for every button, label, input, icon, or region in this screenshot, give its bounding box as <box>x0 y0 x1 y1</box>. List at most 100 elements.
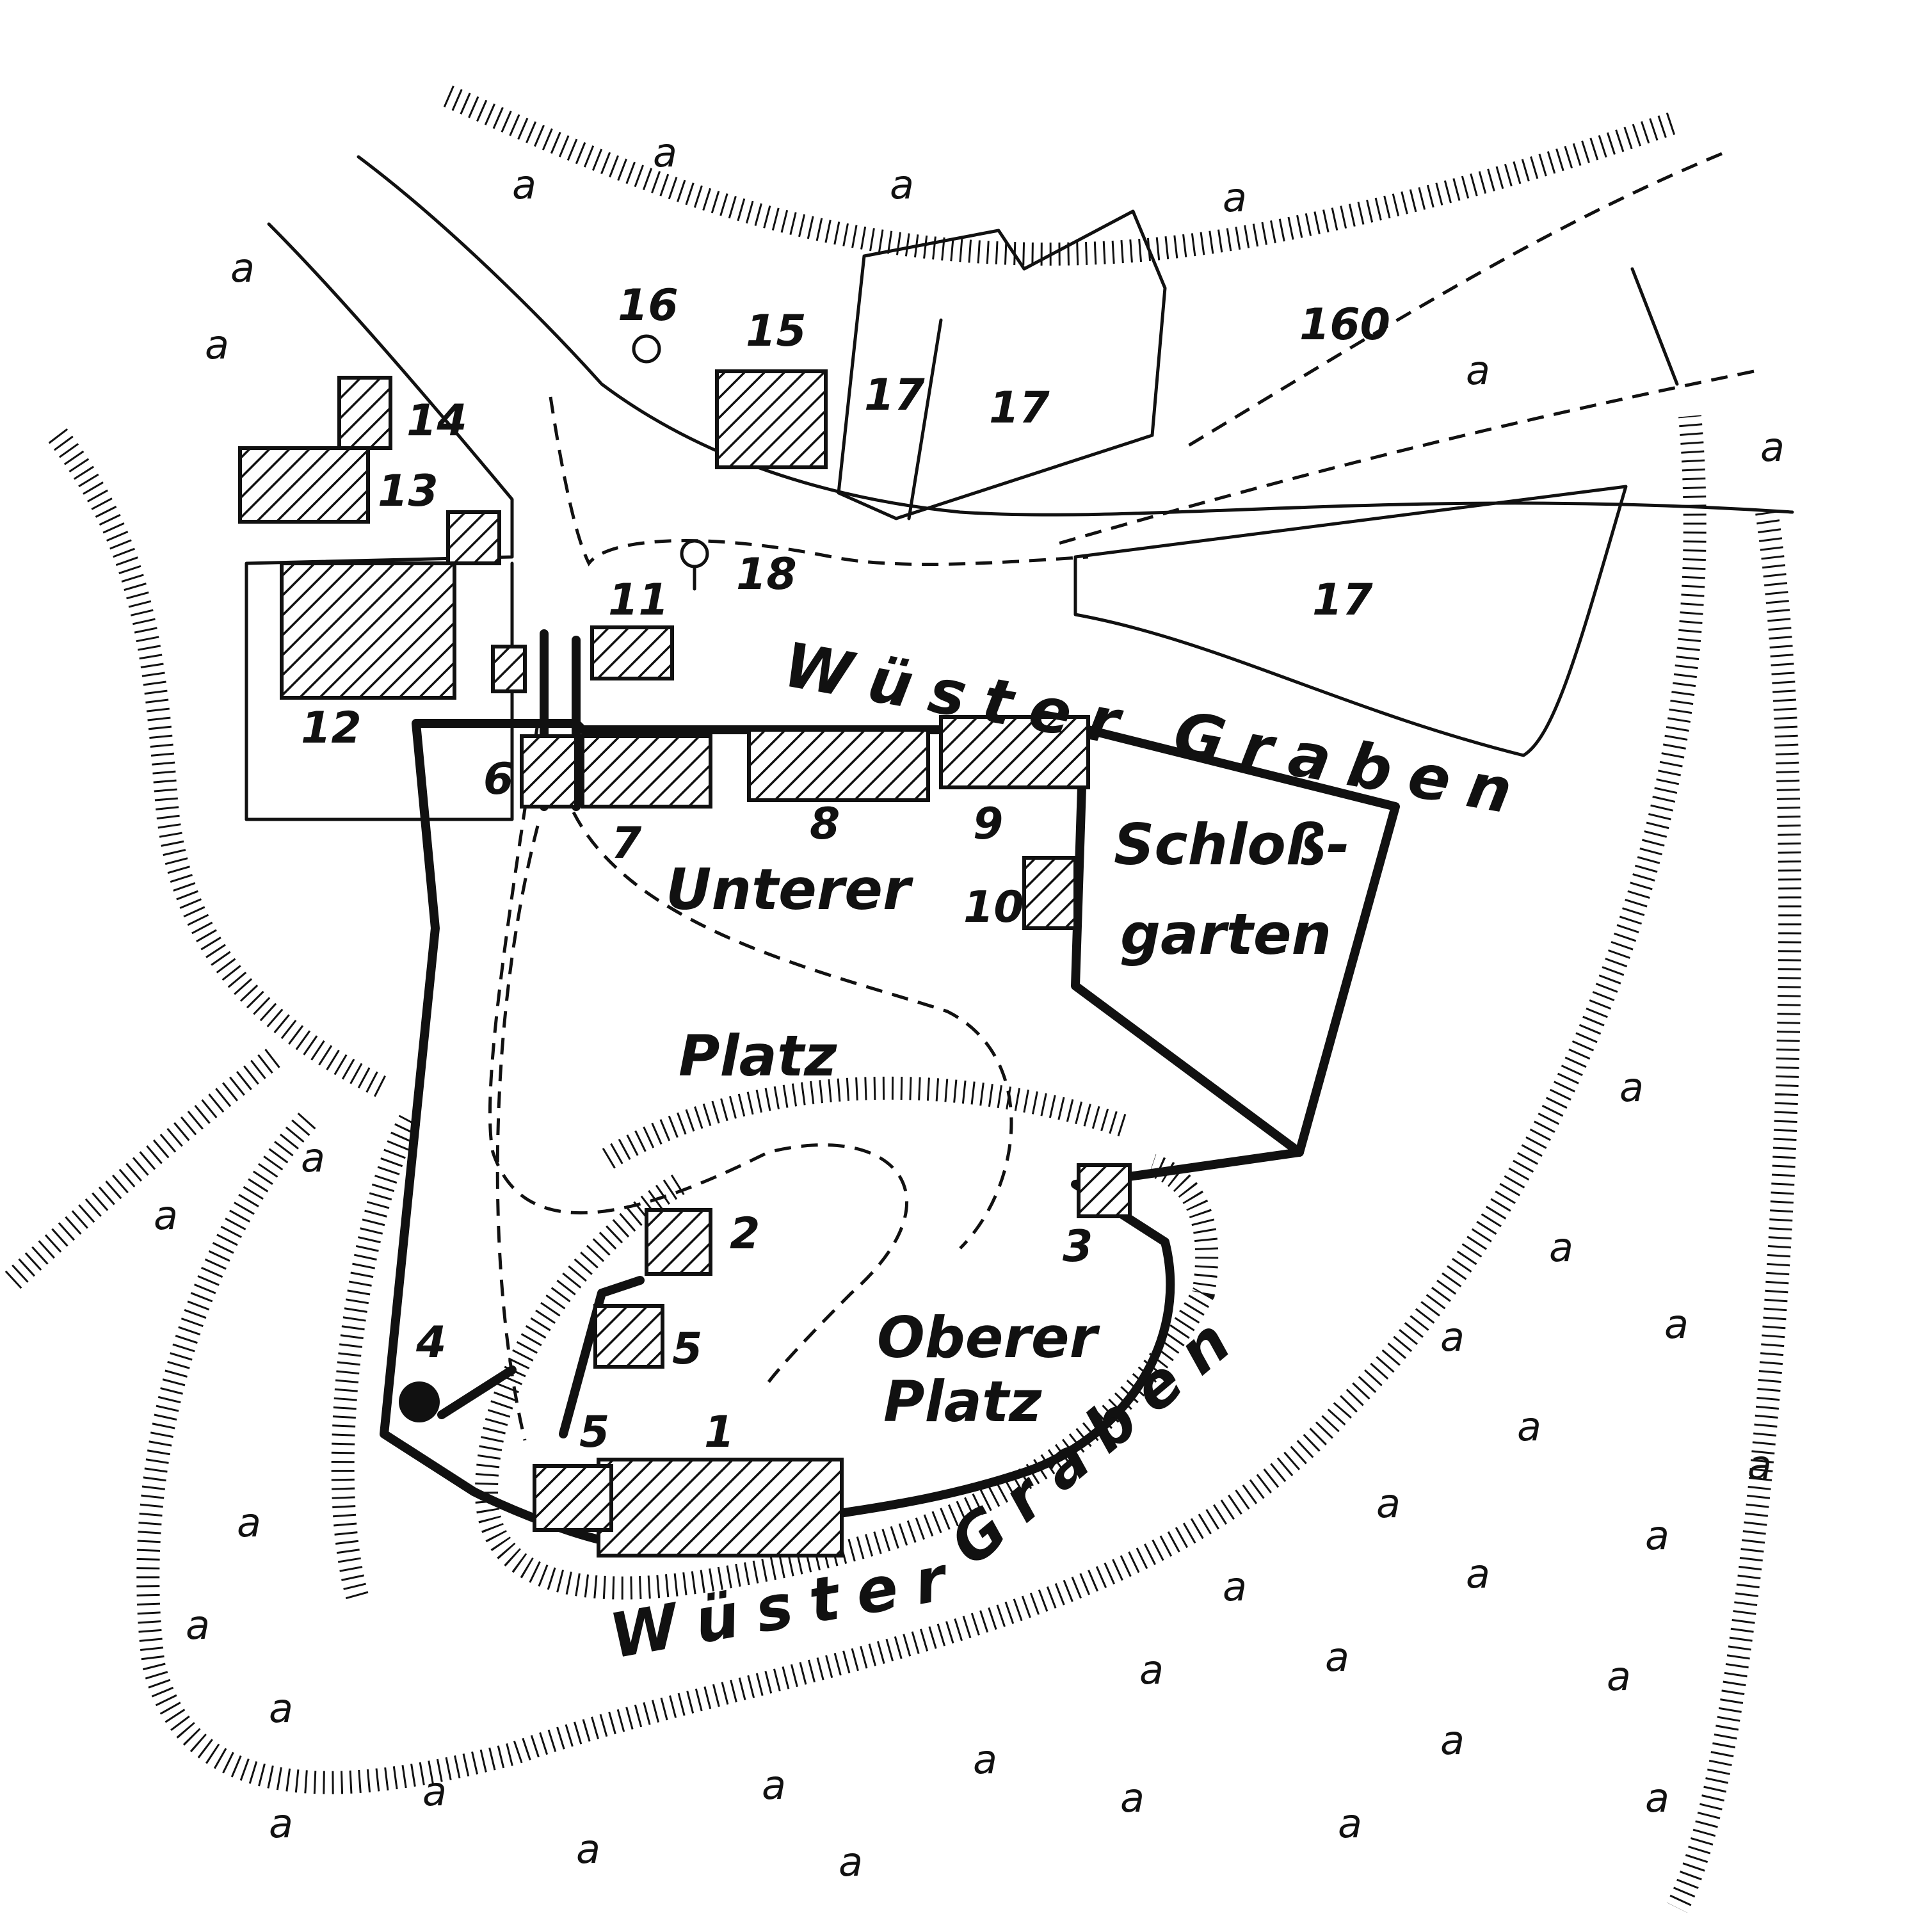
slope-outer-moat <box>136 415 1707 1794</box>
number-17-left: 17 <box>864 370 925 421</box>
tree-symbol: a <box>422 1768 447 1815</box>
building-shed <box>446 510 501 565</box>
tree-symbol: a <box>1325 1634 1349 1680</box>
buildings <box>238 369 1132 1558</box>
tree-symbol: a <box>1466 1550 1490 1597</box>
tree-symbol: a <box>301 1134 325 1181</box>
building-2 <box>645 1208 712 1276</box>
path-court-inner <box>561 787 1013 1250</box>
tree-symbol: a <box>1760 424 1785 471</box>
tree-symbol: a <box>269 1800 293 1847</box>
well-symbol-16 <box>632 334 661 364</box>
number-6: 6 <box>483 754 513 805</box>
tree-symbol: a <box>205 321 229 368</box>
field-17-boundary <box>1073 485 1628 757</box>
number-7: 7 <box>611 818 642 869</box>
tree-symbol: a <box>1664 1301 1689 1348</box>
building-5-upper <box>593 1304 664 1369</box>
number-12: 12 <box>301 703 362 753</box>
number-17-mid: 17 <box>989 383 1050 433</box>
number-11: 11 <box>608 575 669 625</box>
building-8 <box>747 728 930 802</box>
label-lower-court-2: Platz <box>679 1023 837 1089</box>
field-17-left <box>837 209 1167 520</box>
label-ditch-south-a: Wüster <box>605 1540 969 1673</box>
tree-symbol: a <box>1376 1480 1401 1527</box>
ditch-slopes <box>4 85 1802 1913</box>
slope-north <box>443 85 1681 266</box>
tree-symbol: a <box>973 1736 997 1783</box>
number-16: 16 <box>618 280 679 331</box>
number-4: 4 <box>415 1317 446 1368</box>
tree-symbol: a <box>1607 1653 1631 1700</box>
map-symbols <box>632 334 709 591</box>
feature-numbers: 1 2 3 4 5 5 6 7 8 9 10 11 12 13 14 15 16… <box>301 280 1390 1458</box>
number-160: 160 <box>1299 300 1390 350</box>
number-1: 1 <box>704 1407 734 1458</box>
number-5-upper: 5 <box>672 1324 702 1374</box>
building-6 <box>520 734 578 809</box>
building-10 <box>1022 856 1077 930</box>
slope-inner-top <box>602 1076 1130 1169</box>
number-15: 15 <box>746 306 807 357</box>
building-14 <box>337 376 392 450</box>
tree-symbol: a <box>1517 1403 1541 1450</box>
tree-symbol: a <box>1645 1512 1669 1559</box>
tree-symbol: a <box>653 129 677 176</box>
label-upper-court-1: Oberer <box>877 1305 1100 1371</box>
tree-symbol: a <box>1223 174 1247 221</box>
building-13 <box>238 446 370 524</box>
tree-symbol: a <box>269 1685 293 1732</box>
tree-symbol: a <box>230 245 255 291</box>
number-13: 13 <box>378 466 438 517</box>
tower-3 <box>1077 1163 1132 1218</box>
path-east-2 <box>1056 369 1755 546</box>
slope-west-outer <box>48 428 390 1099</box>
road-edge-north <box>357 155 1794 517</box>
number-17-right: 17 <box>1312 575 1373 625</box>
tree-symbol: a <box>1466 347 1490 394</box>
tree-symbol: a <box>1120 1775 1145 1821</box>
wall-inner-bastion <box>559 1276 645 1438</box>
tree-symbol: a <box>512 161 536 208</box>
building-1 <box>597 1458 844 1558</box>
road-edge-west <box>245 222 514 821</box>
slope-southwest <box>4 1047 282 1289</box>
building-7 <box>581 734 712 809</box>
building-12 <box>280 561 456 700</box>
tree-symbol: a <box>1440 1717 1465 1764</box>
tree-symbol: a <box>1223 1563 1247 1610</box>
field-17-divider <box>907 318 943 520</box>
building-5-lower <box>533 1464 613 1532</box>
label-garden-1: Schloß- <box>1114 812 1350 878</box>
building-gate <box>491 645 527 693</box>
wall-tower4-link <box>437 1365 517 1419</box>
number-3: 3 <box>1063 1221 1093 1272</box>
tree-symbols: a a a a a a a a a a a a a a a a a a a a … <box>154 129 1785 1885</box>
building-9 <box>939 715 1090 789</box>
tree-symbol: a <box>1747 1442 1772 1488</box>
label-garden-2: garten <box>1120 901 1331 967</box>
path-court-west <box>495 825 540 1441</box>
tower-4 <box>399 1381 440 1422</box>
tree-symbol: a <box>839 1839 863 1885</box>
label-lower-court-1: Unterer <box>666 857 913 922</box>
tree-symbol: a <box>1440 1314 1465 1360</box>
wall-garden-inner <box>1071 783 1304 1157</box>
tree-symbol: a <box>1619 1064 1644 1111</box>
tree-symbol: a <box>762 1762 786 1808</box>
tree-symbol: a <box>186 1602 210 1648</box>
number-18: 18 <box>736 549 797 600</box>
tree-symbol: a <box>1645 1775 1669 1821</box>
tree-symbol-18 <box>680 539 709 568</box>
slope-east-outer <box>1666 510 1802 1913</box>
tree-symbol: a <box>1338 1800 1362 1847</box>
number-8: 8 <box>810 799 840 849</box>
building-15 <box>715 369 828 469</box>
number-14: 14 <box>406 396 467 446</box>
path-court-serpentine <box>488 723 909 1384</box>
tree-symbol: a <box>154 1192 178 1239</box>
path-east-1 <box>1183 152 1723 450</box>
number-2: 2 <box>730 1209 760 1259</box>
